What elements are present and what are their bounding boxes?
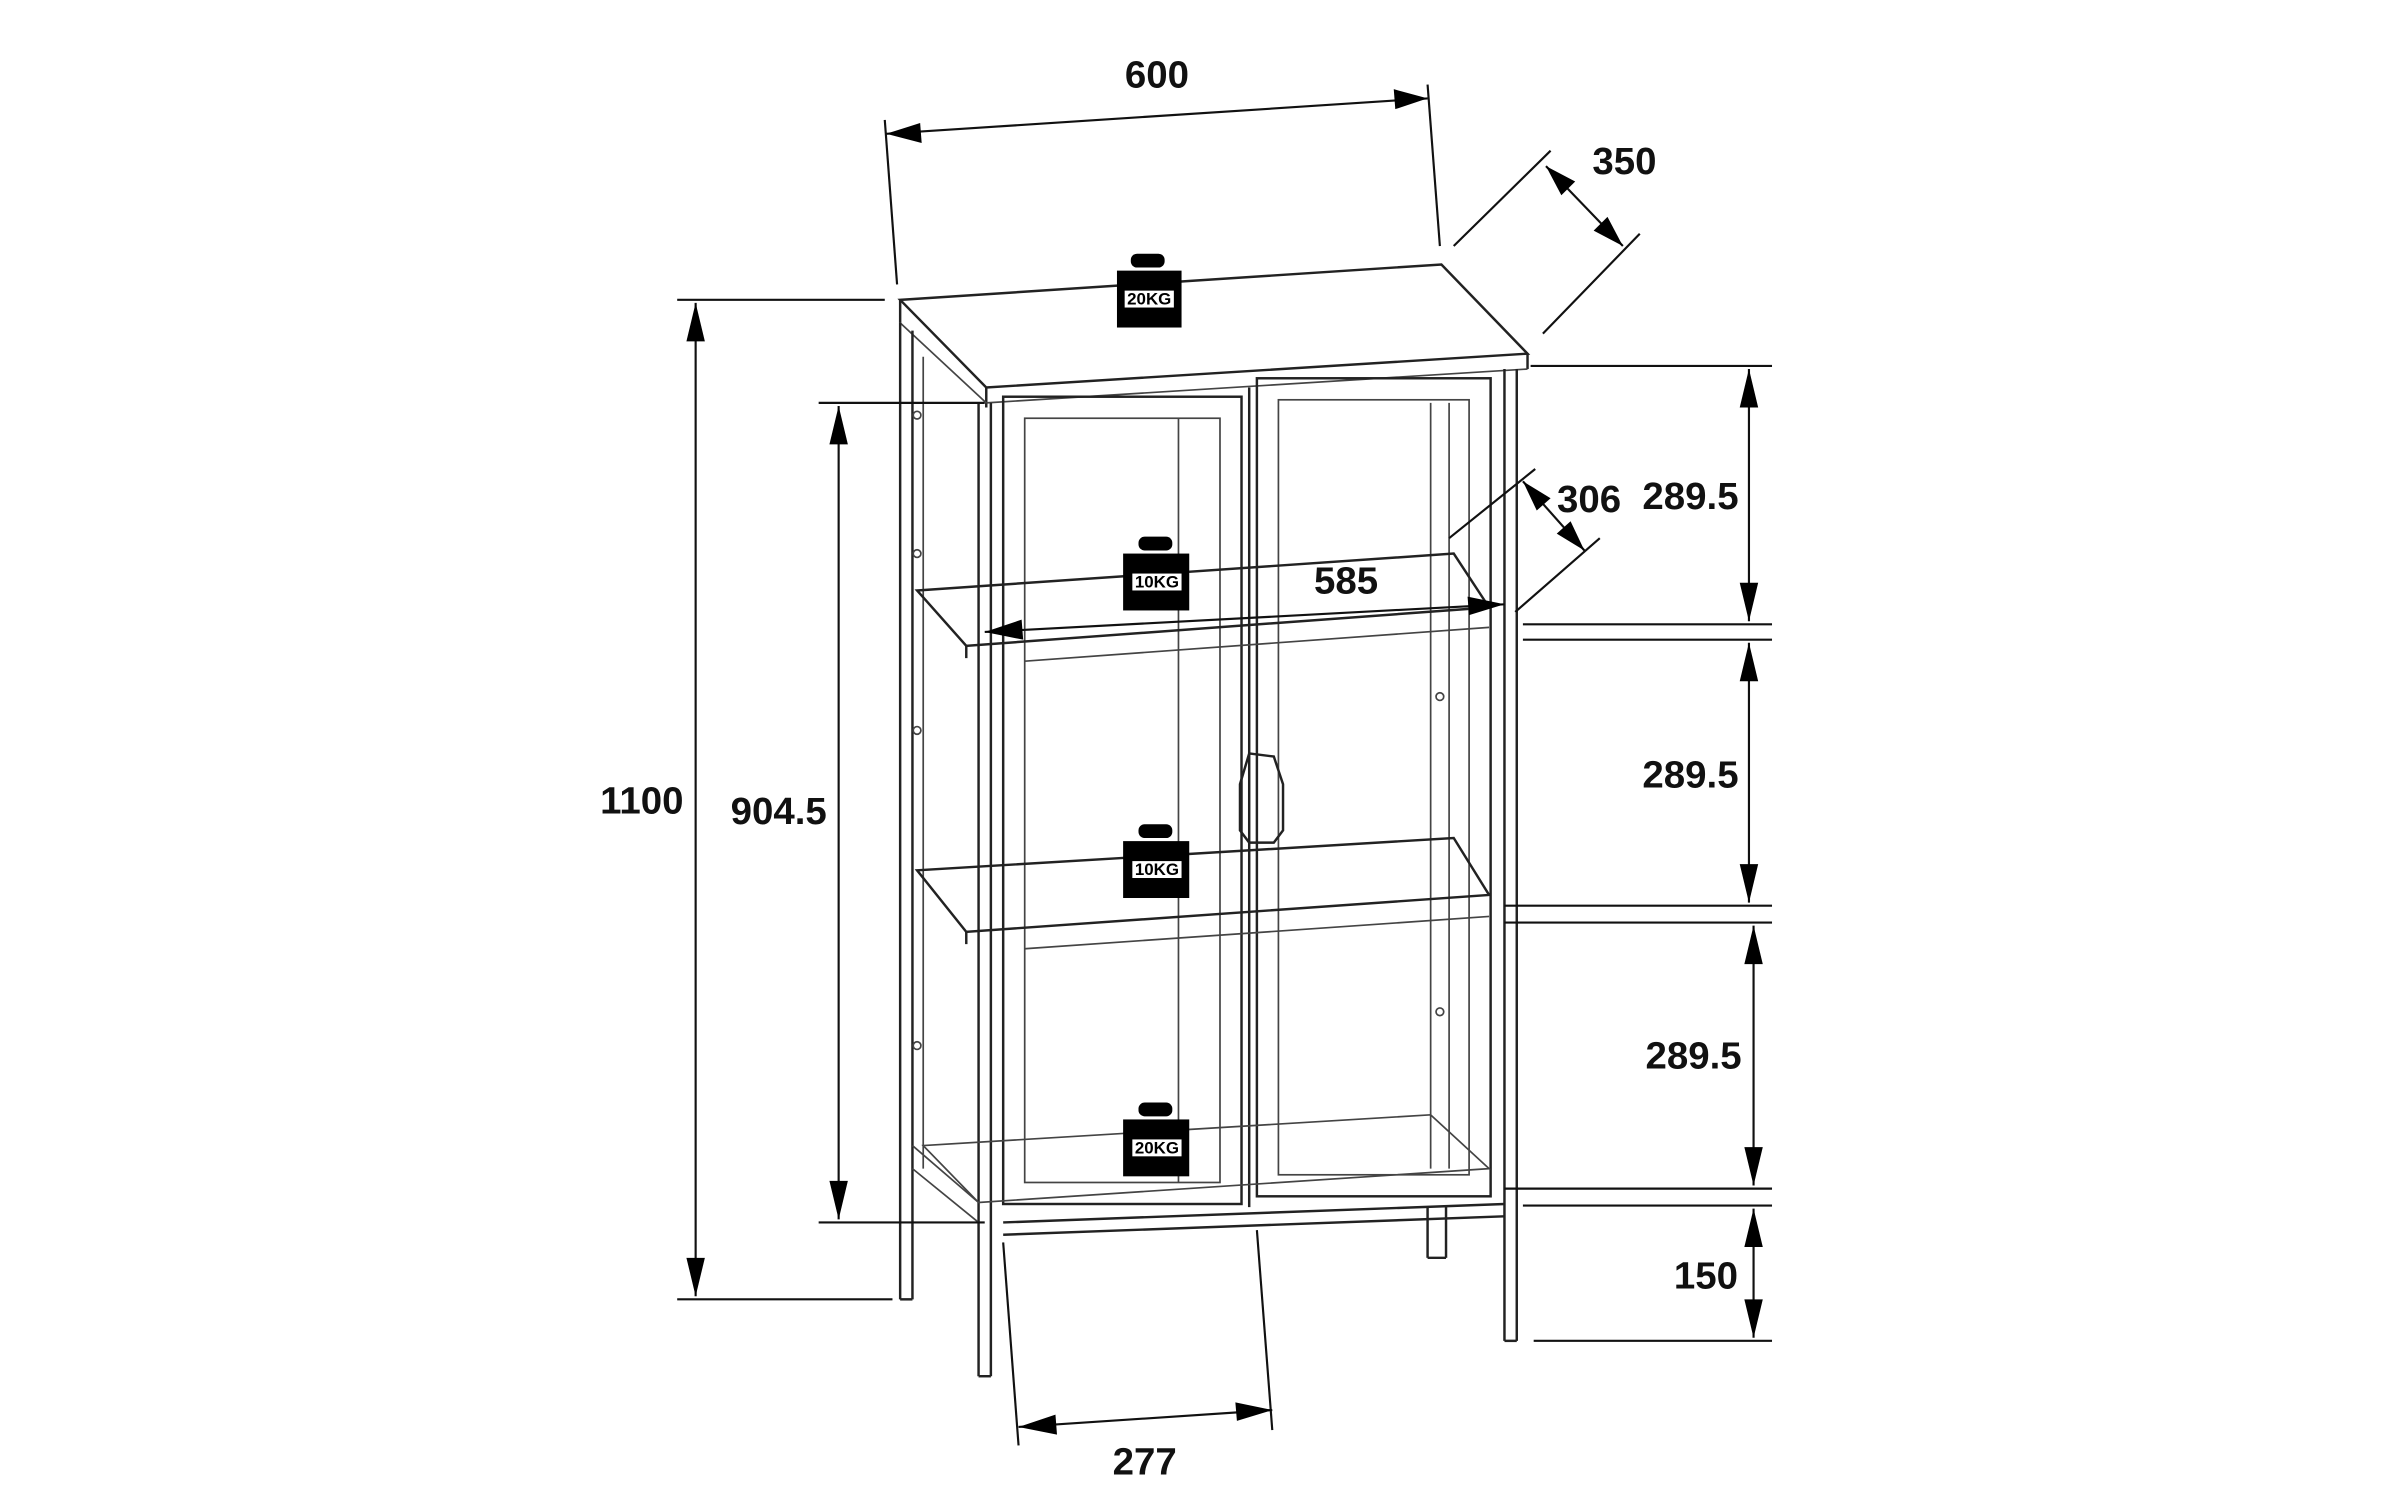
load-label-shelf-middle: 10KG bbox=[1135, 860, 1179, 879]
load-label-top: 20KG bbox=[1127, 289, 1171, 308]
dimension-depth: 350 bbox=[1452, 140, 1656, 335]
shelf-middle bbox=[914, 836, 1492, 934]
total-height-label: 1100 bbox=[600, 779, 683, 822]
inner-width-label: 585 bbox=[1314, 560, 1378, 603]
load-weight-shelf-upper: 10KG bbox=[1123, 536, 1190, 611]
dimension-width: 600 bbox=[883, 54, 1441, 285]
width-label: 600 bbox=[1125, 54, 1189, 97]
shelf-3-label: 289.5 bbox=[1645, 1035, 1741, 1078]
dimension-door-width: 277 bbox=[1002, 1230, 1274, 1484]
load-weight-shelf-middle: 10KG bbox=[1123, 824, 1190, 899]
dimension-total-height: 1100 bbox=[600, 298, 893, 1301]
load-label-shelf-upper: 10KG bbox=[1135, 572, 1179, 591]
top-panel bbox=[897, 263, 1531, 389]
dimension-right-column: 289.5 289.5 289.5 150 bbox=[1504, 364, 1773, 1342]
load-weight-bottom: 20KG bbox=[1123, 1102, 1190, 1177]
load-weight-top: 20KG bbox=[1116, 253, 1182, 328]
depth-label: 350 bbox=[1592, 140, 1656, 183]
door-width-label: 277 bbox=[1113, 1441, 1177, 1484]
shelf-1-label: 289.5 bbox=[1642, 475, 1738, 518]
right-door bbox=[1255, 377, 1492, 1198]
shelf-2-label: 289.5 bbox=[1642, 753, 1738, 796]
left-door bbox=[1001, 395, 1243, 1206]
cabinet-drawing bbox=[897, 263, 1531, 1378]
door-handle bbox=[1238, 752, 1285, 844]
shelf-depth-label: 306 bbox=[1557, 478, 1621, 521]
body-height-label: 904.5 bbox=[731, 790, 827, 833]
load-label-bottom: 20KG bbox=[1135, 1138, 1179, 1157]
dimension-body-height: 904.5 bbox=[731, 401, 985, 1224]
dimension-inner-width: 585 bbox=[984, 560, 1505, 640]
legs-label: 150 bbox=[1674, 1255, 1738, 1298]
dimension-shelf-depth: 306 bbox=[1448, 468, 1621, 613]
